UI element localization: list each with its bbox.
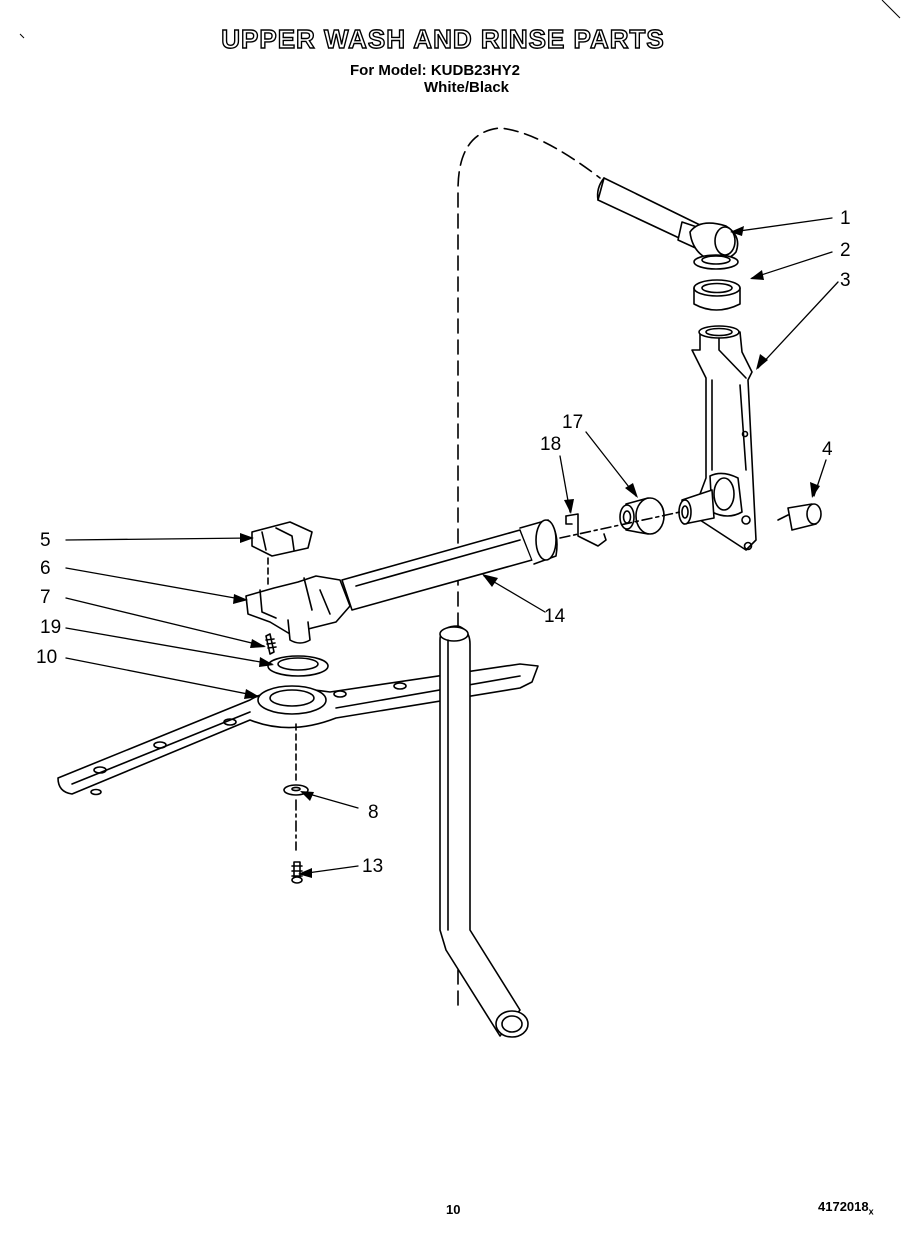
callout-8: 8 [368, 802, 379, 823]
edge-marks [19, 0, 901, 39]
part-4-screw [777, 503, 822, 531]
callout-19: 19 [40, 617, 61, 638]
callout-1: 1 [840, 208, 851, 229]
manifold-outlet [678, 489, 715, 525]
page-number: 10 [446, 1202, 461, 1217]
callout-2: 2 [840, 240, 851, 261]
callout-numbers: 1 2 3 4 5 6 7 19 10 18 17 14 8 13 [36, 208, 851, 877]
part-1-elbow [689, 222, 739, 261]
callout-6: 6 [40, 558, 51, 579]
part-18-clip [565, 513, 607, 547]
callout-3: 3 [840, 270, 851, 291]
lower-supply-tube [439, 625, 529, 1038]
part-6-hub [245, 575, 351, 644]
part-19-ring [267, 655, 329, 677]
callout-arrowheads [233, 226, 820, 878]
part-17-bearing [619, 497, 665, 535]
callout-17: 17 [562, 412, 583, 433]
color-line: White/Black [424, 79, 510, 96]
upper-tube [596, 177, 707, 251]
callout-7: 7 [40, 587, 51, 608]
part-7-screw [265, 633, 277, 655]
part-13-screw [291, 861, 303, 884]
callout-10: 10 [36, 647, 57, 668]
supply-tube-path [457, 127, 601, 1006]
page-title: UPPER WASH AND RINSE PARTS [221, 23, 665, 54]
callout-18: 18 [540, 434, 561, 455]
part-14-conduit [341, 519, 558, 611]
part-5-cap [251, 521, 313, 557]
part-10-spray-arm [57, 663, 539, 796]
model-line: For Model: KUDB23HY2 [350, 62, 521, 79]
callout-14: 14 [544, 606, 566, 627]
document-number: 4172018x [818, 1199, 874, 1217]
callout-13: 13 [362, 856, 383, 877]
part-3-seal [693, 279, 741, 311]
callout-4: 4 [822, 439, 833, 460]
callout-5: 5 [40, 530, 51, 551]
alignment-line [559, 511, 681, 539]
part-2-ring [693, 254, 739, 270]
